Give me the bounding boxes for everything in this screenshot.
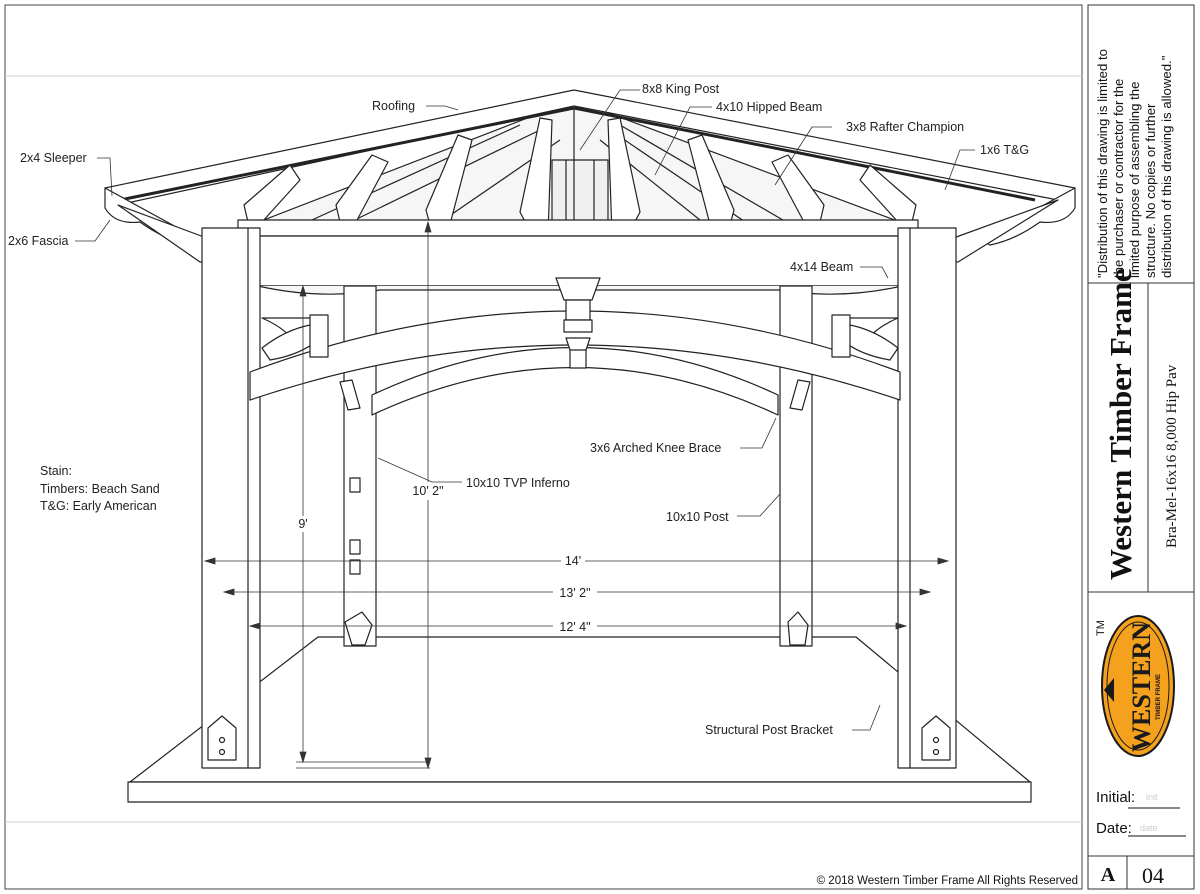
label-post-bracket: Structural Post Bracket	[705, 723, 833, 737]
side-braces	[261, 314, 899, 411]
sheet-border	[4, 4, 1083, 890]
sheet-number: A 04	[1101, 863, 1164, 888]
leader-lines	[75, 89, 975, 731]
dim-post-outside: 13' 2"	[559, 586, 590, 600]
label-roofing: Roofing	[372, 99, 415, 113]
label-sleeper: 2x4 Sleeper	[20, 151, 87, 165]
logo-sub: TIMBER FRAME	[1156, 674, 1162, 720]
label-tvp: 10x10 TVP Inferno	[466, 476, 570, 490]
stain-note: Stain: Timbers: Beach Sand T&G: Early Am…	[40, 464, 160, 513]
date-value: date	[1140, 823, 1158, 833]
drawing-name: Bra-Mel-16x16 8,000 Hip Pav	[1164, 364, 1180, 548]
concrete-slab	[127, 636, 1032, 803]
label-beam: 4x14 Beam	[790, 260, 853, 274]
trademark: TM	[1095, 620, 1107, 636]
logo-word: WESTERN	[1127, 622, 1156, 752]
disclaimer-line-1: "Distribution of this drawing is limited…	[1095, 49, 1110, 278]
label-king-post: 8x8 King Post	[642, 82, 720, 96]
initials-box: Initial: init Date: date	[1096, 789, 1158, 837]
label-fascia: 2x6 Fascia	[8, 234, 68, 248]
dim-peak-height: 10' 2"	[412, 484, 443, 498]
king-post-cluster	[551, 108, 609, 223]
stain-title: Stain:	[40, 464, 72, 478]
roof	[104, 89, 1076, 263]
disclaimer-line-3: limited purpose of assembling the	[1127, 82, 1142, 278]
label-knee-brace: 3x6 Arched Knee Brace	[590, 441, 721, 455]
initial-value: init	[1146, 792, 1158, 802]
company-logo: TM WESTERN TIMBER FRAME	[1095, 615, 1175, 757]
disclaimer-line-5: distribution of this drawing is allowed.…	[1159, 55, 1174, 278]
knee-brace-arch	[249, 310, 901, 416]
disclaimer-line-2: the purchaser or contractor for the	[1111, 79, 1126, 278]
pavilion-drawing	[104, 89, 1076, 803]
title-block	[1087, 4, 1195, 890]
copyright: © 2018 Western Timber Frame All Rights R…	[817, 875, 1078, 887]
initial-label: Initial:	[1096, 789, 1135, 806]
disclaimer-line-4: structure. No copies or further	[1143, 103, 1158, 278]
disclaimer: "Distribution of this drawing is limited…	[1095, 49, 1174, 278]
stain-tg: T&G: Early American	[40, 499, 157, 513]
company-name: Western Timber Frame	[1103, 268, 1138, 580]
dim-post-inside: 12' 4"	[559, 620, 590, 634]
dimension-texts: 9' 10' 2" 14' 13' 2" 12' 4"	[290, 482, 597, 635]
part-labels: Roofing 8x8 King Post 4x10 Hipped Beam 3…	[8, 82, 1029, 737]
front-posts	[201, 227, 957, 769]
dim-overall-width: 14'	[565, 554, 581, 568]
pendant	[555, 277, 601, 369]
dim-post-height: 9'	[298, 517, 307, 531]
sheet-num: 04	[1142, 863, 1164, 888]
label-hipped-beam: 4x10 Hipped Beam	[716, 100, 822, 114]
label-tg: 1x6 T&G	[980, 143, 1029, 157]
stain-timbers: Timbers: Beach Sand	[40, 482, 160, 496]
label-post: 10x10 Post	[666, 510, 729, 524]
sheet-letter: A	[1101, 864, 1116, 886]
date-label: Date:	[1096, 820, 1132, 837]
label-rafter-champion: 3x8 Rafter Champion	[846, 120, 964, 134]
